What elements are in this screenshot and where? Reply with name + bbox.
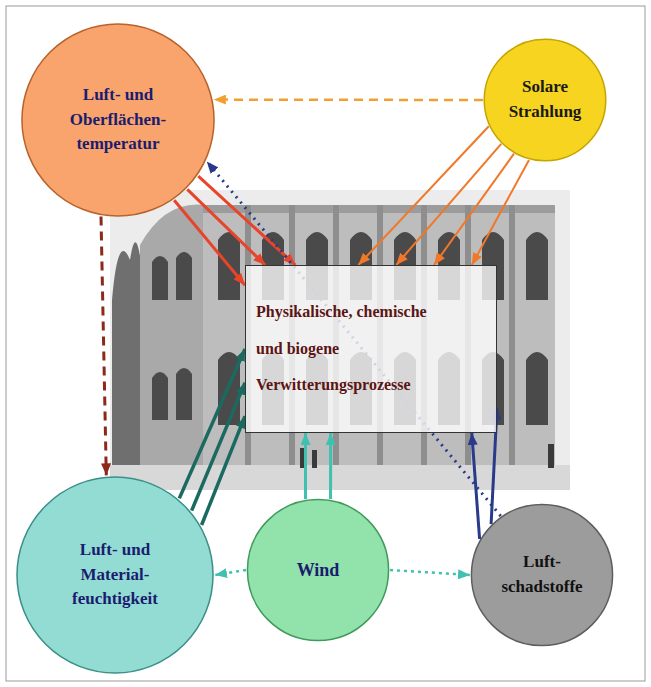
process-label: Physikalische, chemische und biogene Ver… [256, 294, 446, 404]
process-box: Physikalische, chemische und biogene Ver… [245, 265, 497, 433]
circle-label: Wind [273, 557, 363, 583]
circle-label: Luft- schadstoffe [490, 550, 594, 599]
circle-label: Luft- und Material- feuchtigkeit [49, 538, 181, 612]
circle-label: Luft- und Oberflächen- temperatur [52, 83, 184, 157]
influence-arrow [207, 161, 501, 516]
influence-arrow [472, 433, 480, 539]
factor-circle: Solare Strahlung [483, 38, 607, 162]
factor-circle: Luft- schadstoffe [470, 503, 614, 647]
circle-outline [483, 38, 607, 162]
influence-arrow [192, 383, 245, 511]
influence-arrow [101, 217, 106, 476]
circle-outline [470, 503, 614, 647]
influence-arrow [214, 98, 483, 101]
factor-circle: Luft- und Material- feuchtigkeit [15, 475, 215, 675]
factor-circle: Luft- und Oberflächen- temperatur [20, 22, 216, 218]
influence-arrow [358, 126, 488, 265]
influence-arrow [472, 160, 529, 265]
influence-arrow [215, 570, 246, 575]
circle-label: Solare Strahlung [499, 75, 591, 124]
influence-arrow [202, 416, 245, 525]
factor-circle: Wind [246, 498, 390, 642]
influence-arrow [390, 570, 470, 575]
influence-arrow [304, 433, 307, 499]
influence-arrow [396, 144, 501, 265]
influence-arrow [329, 433, 332, 499]
influence-arrow [179, 349, 245, 498]
